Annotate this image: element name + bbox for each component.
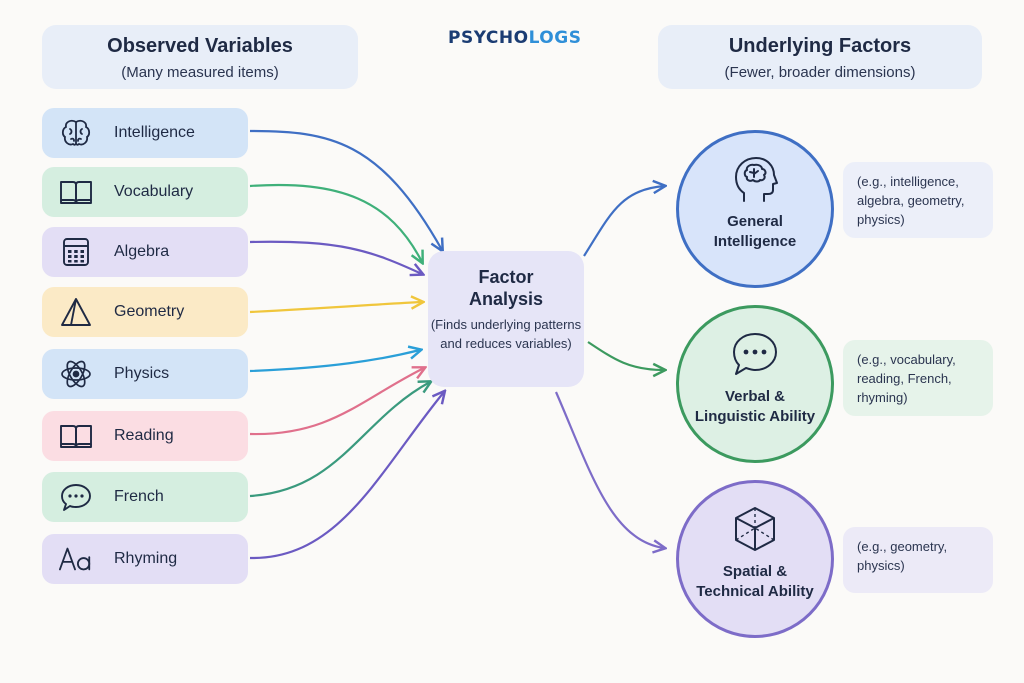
- underlying-factors-subtitle: (Fewer, broader dimensions): [724, 64, 916, 81]
- arrow-algebra-to-factor-analysis: [249, 240, 422, 274]
- text-aa-icon: [58, 541, 94, 577]
- open-book-icon: [58, 418, 94, 454]
- arrow-geometry-to-factor-analysis: [249, 302, 422, 314]
- examples-verbal-linguistic: (e.g., vocabulary, reading, French, rhym…: [843, 340, 993, 416]
- variable-french: French: [42, 472, 248, 522]
- factor-general-intelligence: General Intelligence: [676, 130, 834, 288]
- arrow-factor-analysis-to-general-intelligence: [583, 186, 664, 257]
- chat-bubble-icon: [730, 330, 780, 383]
- variable-label-physics: Physics: [114, 365, 170, 382]
- underlying-factors-title: Underlying Factors: [728, 35, 912, 57]
- underlying-factors-header: Underlying Factors (Fewer, broader dimen…: [658, 25, 982, 89]
- logo-text-part1: PSYCHO: [448, 28, 529, 48]
- variable-label-vocabulary: Vocabulary: [114, 183, 194, 200]
- variable-label-intelligence: Intelligence: [114, 124, 195, 141]
- examples-spatial-technical: (e.g., geometry, physics): [843, 527, 993, 593]
- arrow-physics-to-factor-analysis: [249, 350, 420, 373]
- variable-algebra: Algebra: [42, 227, 248, 277]
- arrow-vocabulary-to-factor-analysis: [249, 183, 422, 262]
- arrow-factor-analysis-to-verbal-linguistic: [587, 341, 664, 370]
- observed-variables-title: Observed Variables: [107, 35, 293, 57]
- observed-variables-header: Observed Variables (Many measured items): [42, 25, 358, 89]
- head-brain-icon: [730, 155, 780, 208]
- variable-label-reading: Reading: [114, 427, 174, 444]
- variable-label-geometry: Geometry: [114, 303, 185, 320]
- variable-rhyming: Rhyming: [42, 534, 248, 584]
- arrow-french-to-factor-analysis: [249, 382, 430, 498]
- speech-bubble-icon: [58, 479, 94, 515]
- triangle-icon: [58, 294, 94, 330]
- factor-analysis-title-line2: Analysis: [468, 289, 544, 309]
- factor-analysis-title: Factor Analysis: [428, 266, 584, 310]
- factor-label-verbal-linguistic: Verbal & Linguistic Ability: [694, 388, 816, 425]
- variable-label-algebra: Algebra: [114, 243, 170, 260]
- logo-text-part2: LOGS: [528, 28, 582, 48]
- arrow-rhyming-to-factor-analysis: [249, 392, 444, 560]
- factor-label-spatial-technical: Spatial & Technical Ability: [696, 563, 814, 600]
- factor-verbal-linguistic: Verbal & Linguistic Ability: [676, 305, 834, 463]
- book-icon: [58, 174, 94, 210]
- variable-intelligence: Intelligence: [42, 108, 248, 158]
- factor-label-general-intelligence: General Intelligence: [713, 213, 797, 250]
- observed-variables-subtitle: (Many measured items): [121, 64, 279, 81]
- examples-general-intelligence: (e.g., intelligence, algebra, geometry, …: [843, 162, 993, 238]
- calculator-icon: [58, 234, 94, 270]
- variable-physics: Physics: [42, 349, 248, 399]
- factor-analysis-box: Factor Analysis (Finds underlying patter…: [428, 251, 584, 387]
- factor-analysis-description: (Finds underlying patterns and reduces v…: [430, 317, 582, 351]
- variable-label-french: French: [114, 488, 164, 505]
- factor-analysis-title-line1: Factor: [478, 267, 534, 287]
- psychologs-logo: PSYCHOLOGS: [448, 28, 581, 48]
- arrow-intelligence-to-factor-analysis: [249, 129, 442, 250]
- cube-icon: [732, 505, 778, 558]
- variable-geometry: Geometry: [42, 287, 248, 337]
- variable-label-rhyming: Rhyming: [114, 550, 178, 567]
- factor-spatial-technical: Spatial & Technical Ability: [676, 480, 834, 638]
- variable-vocabulary: Vocabulary: [42, 167, 248, 217]
- arrow-reading-to-factor-analysis: [249, 368, 424, 436]
- atom-icon: [58, 356, 94, 392]
- variable-reading: Reading: [42, 411, 248, 461]
- brain-icon: [58, 115, 94, 151]
- arrow-factor-analysis-to-spatial-technical: [554, 391, 664, 548]
